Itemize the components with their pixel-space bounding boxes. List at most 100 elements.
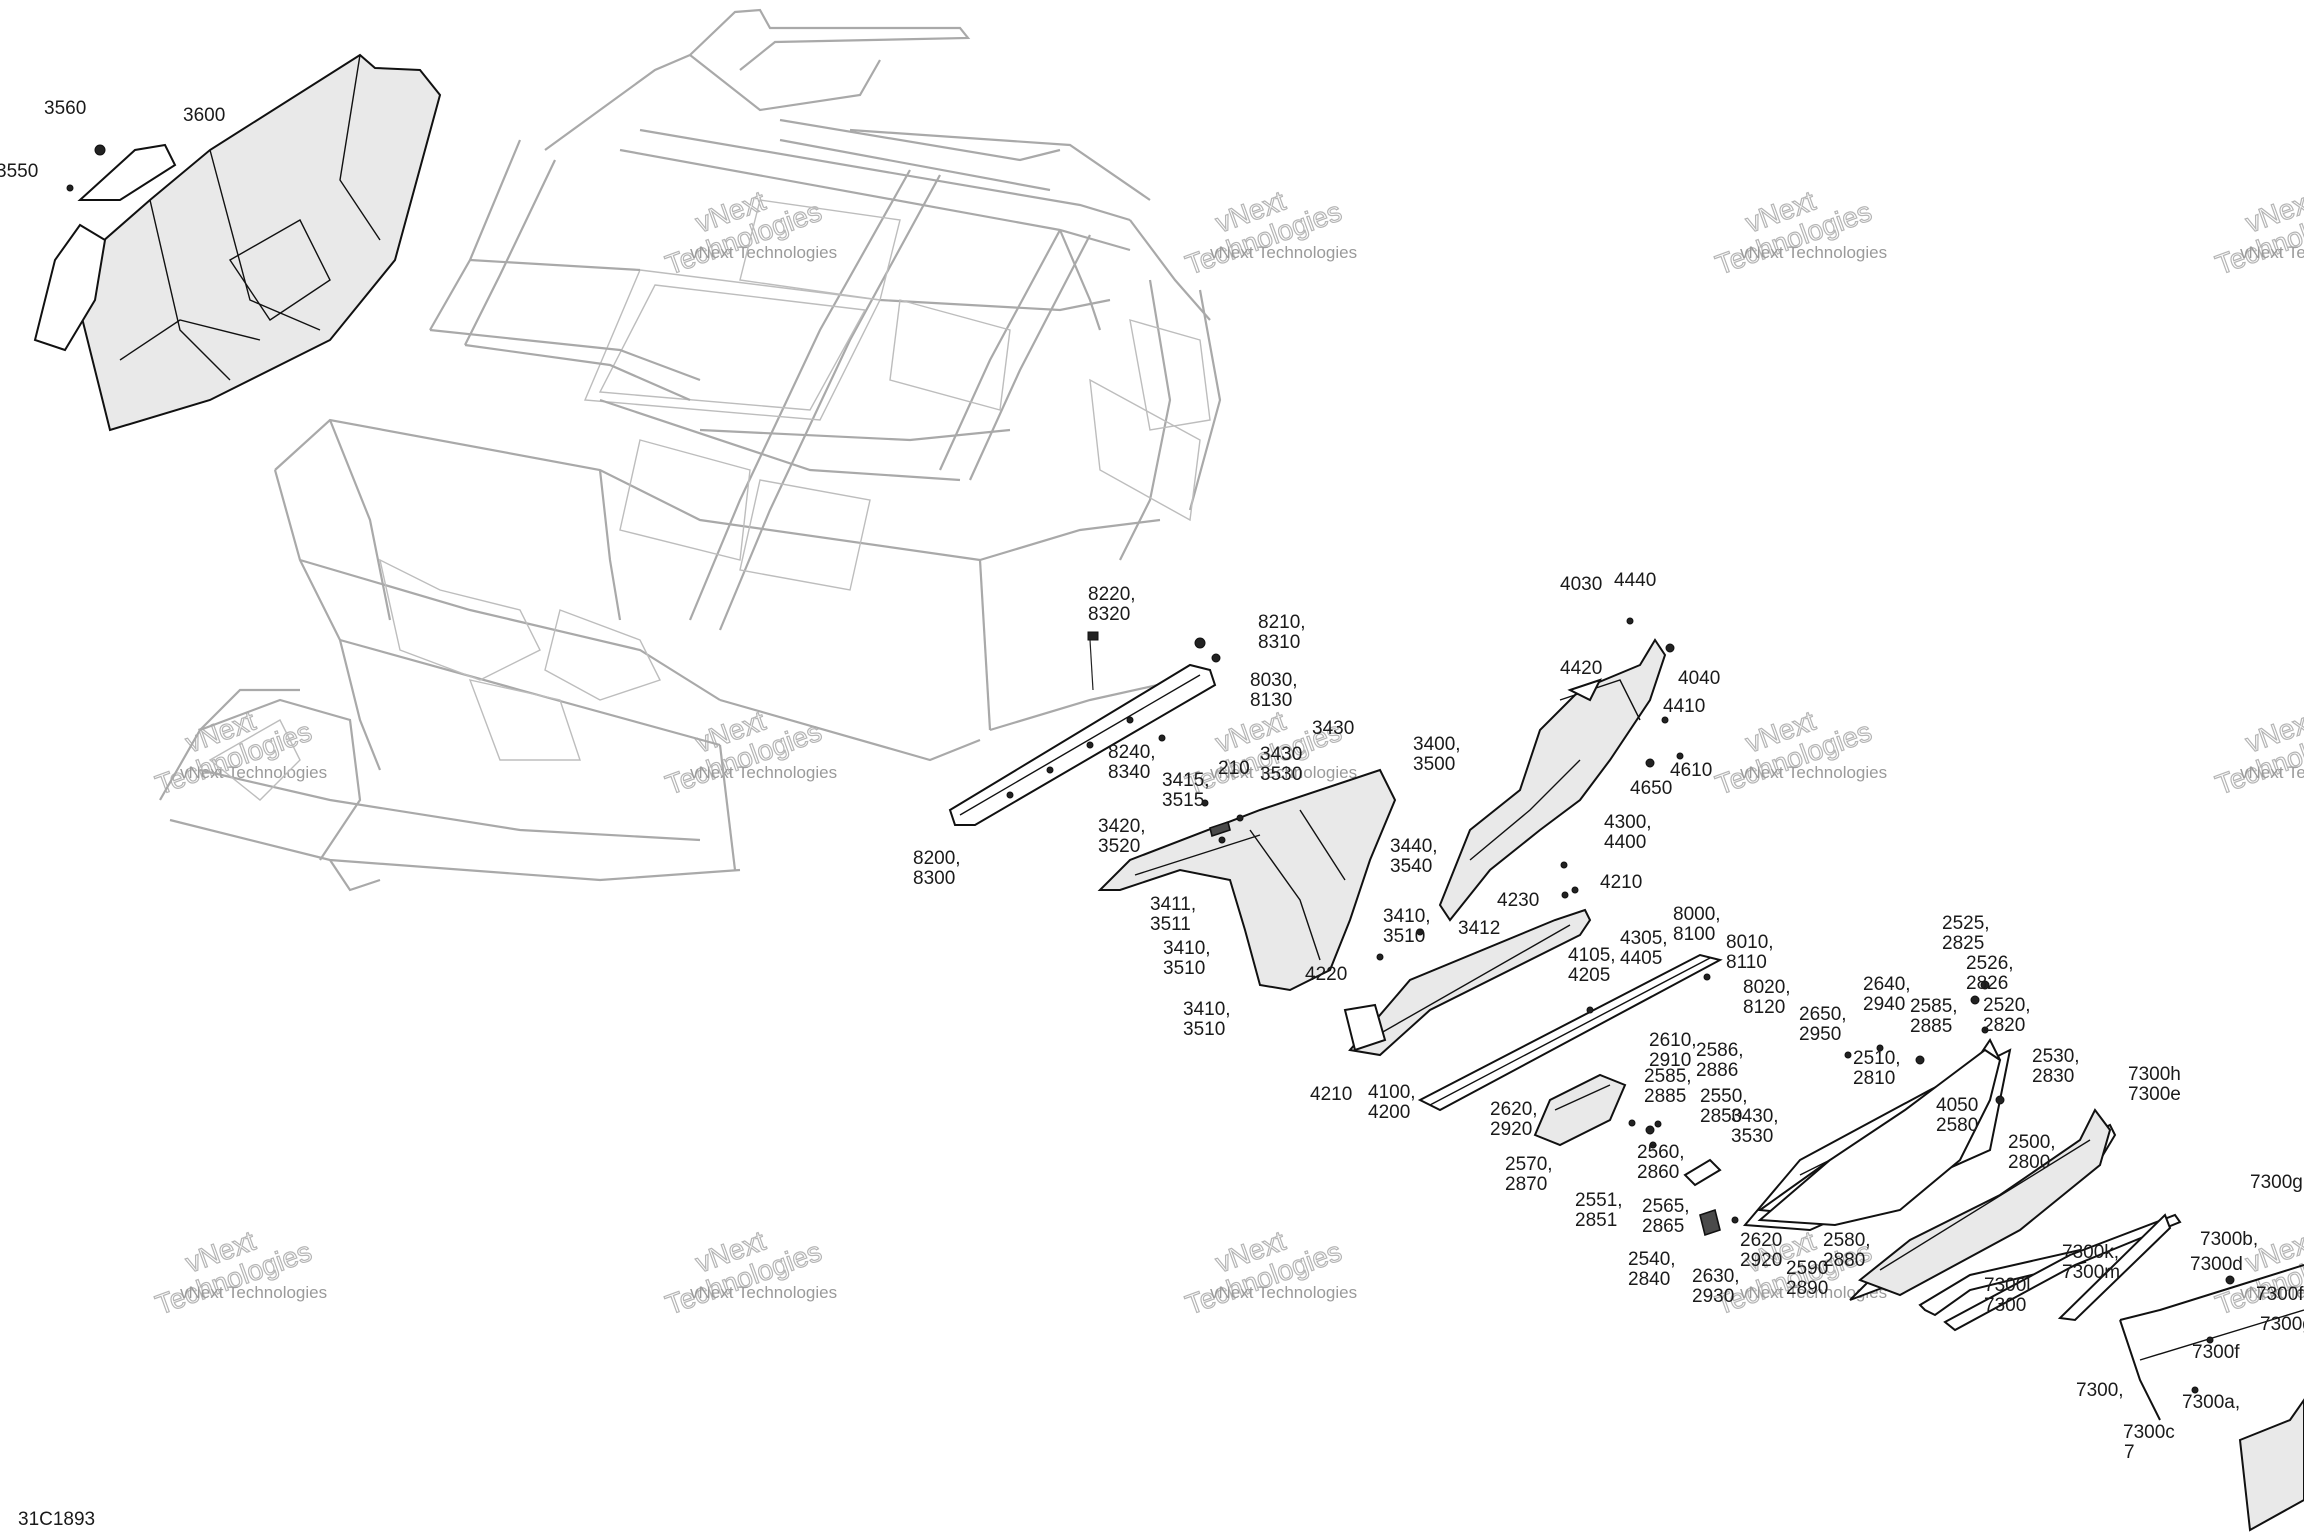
- part-label: 4210: [1310, 1084, 1352, 1105]
- part-label: 4400: [1604, 832, 1646, 853]
- part-label: 2550,: [1700, 1086, 1748, 1107]
- part-label: 4220: [1305, 964, 1347, 985]
- part-label: 2525,: [1942, 913, 1990, 934]
- part-label: 2560,: [1637, 1142, 1685, 1163]
- part-label: 7300m: [2062, 1262, 2120, 1283]
- part-label: 7300: [1984, 1295, 2026, 1316]
- part-label: 8300: [913, 868, 955, 889]
- part-label: 8130: [1250, 690, 1292, 711]
- part-label: 2586,: [1696, 1040, 1744, 1061]
- part-label: 3410,: [1383, 906, 1431, 927]
- part-label: 2526,: [1966, 953, 2014, 974]
- part-label: 8220,: [1088, 584, 1136, 605]
- part-label: 4040: [1678, 668, 1720, 689]
- watermark-name: vNext Technologies: [1740, 763, 1887, 782]
- part-label: 2585,: [1644, 1066, 1692, 1087]
- part-label: 4440: [1614, 570, 1656, 591]
- part-label: 2650,: [1799, 1004, 1847, 1025]
- part-label: 7300g: [2250, 1172, 2303, 1193]
- part-label: 2826: [1966, 973, 2008, 994]
- part-label: 2860: [1637, 1162, 1679, 1183]
- part-label: 2640,: [1863, 974, 1911, 995]
- watermark-name: vNext Technologies: [2240, 1283, 2304, 1302]
- part-label: 210: [1218, 758, 1250, 779]
- watermark-name: vNext Technologies: [1210, 763, 1357, 782]
- part-label: 8100: [1673, 924, 1715, 945]
- part-label: 2940: [1863, 994, 1905, 1015]
- part-label: 4030: [1560, 574, 1602, 595]
- part-label: 8010,: [1726, 932, 1774, 953]
- part-label: 7300a,: [2182, 1392, 2240, 1413]
- part-label: 2590: [1786, 1258, 1828, 1279]
- door-frame-2510: [1757, 1048, 2002, 1227]
- part-label: 3540: [1390, 856, 1432, 877]
- part-label: 7300e: [2128, 1084, 2181, 1105]
- part-label: 3410,: [1183, 999, 1231, 1020]
- part-label: 4230: [1497, 890, 1539, 911]
- part-label: 8000,: [1673, 904, 1721, 925]
- part-label: 2820: [1983, 1015, 2025, 1036]
- part-label: 7300b,: [2200, 1229, 2258, 1250]
- part-label: 2565,: [1642, 1196, 1690, 1217]
- part-label: 2870: [1505, 1174, 1547, 1195]
- watermark-name: vNext Technologies: [690, 243, 837, 262]
- part-label: 2540,: [1628, 1249, 1676, 1270]
- part-label: 3430: [1312, 718, 1354, 739]
- part-label: 2520,: [1983, 995, 2031, 1016]
- part-label: 2825: [1942, 933, 1984, 954]
- part-label: 4410: [1663, 696, 1705, 717]
- part-label: 4405: [1620, 948, 1662, 969]
- part-label: 3430: [1260, 744, 1302, 765]
- part-label: 2585,: [1910, 996, 1958, 1017]
- part-label: 7: [2124, 1442, 2135, 1463]
- part-label: 8320: [1088, 604, 1130, 625]
- part-label: 4305,: [1620, 928, 1668, 949]
- part-label: 2510,: [1853, 1048, 1901, 1069]
- part-label: 2500,: [2008, 1132, 2056, 1153]
- part-label: 4300,: [1604, 812, 1652, 833]
- watermark-name: vNext Technologies: [2240, 243, 2304, 262]
- part-label: 3530: [1731, 1126, 1773, 1147]
- watermark-name: vNext Technologies: [1210, 243, 1357, 262]
- part-label: 8310: [1258, 632, 1300, 653]
- vehicle-frame: [159, 8, 1222, 892]
- part-label: 2886: [1696, 1060, 1738, 1081]
- part-label: 4205: [1568, 965, 1610, 986]
- part-label: 2910: [1649, 1050, 1691, 1071]
- part-label: 7300d: [2190, 1254, 2243, 1275]
- rocker-bracket-8200: [948, 631, 1217, 826]
- part-label: 2570,: [1505, 1154, 1553, 1175]
- part-label: 7300k,: [2062, 1242, 2119, 1263]
- part-label: 2890: [1786, 1278, 1828, 1299]
- part-label: 2851: [1575, 1210, 1617, 1231]
- front-panel-3400: [1097, 768, 1397, 992]
- part-label: 2620,: [1490, 1099, 1538, 1120]
- part-label: 2880: [1823, 1250, 1865, 1271]
- part-label: 8120: [1743, 997, 1785, 1018]
- part-label: 2630,: [1692, 1266, 1740, 1287]
- part-label: 4650: [1630, 778, 1672, 799]
- part-label: 3500: [1413, 754, 1455, 775]
- part-label: 2580: [1936, 1115, 1978, 1136]
- part-label: 2800: [2008, 1152, 2050, 1173]
- part-label: 7300f: [2256, 1284, 2304, 1305]
- part-label: 2620: [1740, 1230, 1782, 1251]
- side-panel-4300: [1438, 638, 1667, 922]
- part-label: 2885: [1644, 1086, 1686, 1107]
- part-label: 8200,: [913, 848, 961, 869]
- part-label: 3411,: [1150, 894, 1196, 915]
- part-label: 3410,: [1163, 938, 1211, 959]
- part-label: 8020,: [1743, 977, 1791, 998]
- part-label: 4100,: [1368, 1082, 1416, 1103]
- part-label: 8110: [1726, 952, 1767, 973]
